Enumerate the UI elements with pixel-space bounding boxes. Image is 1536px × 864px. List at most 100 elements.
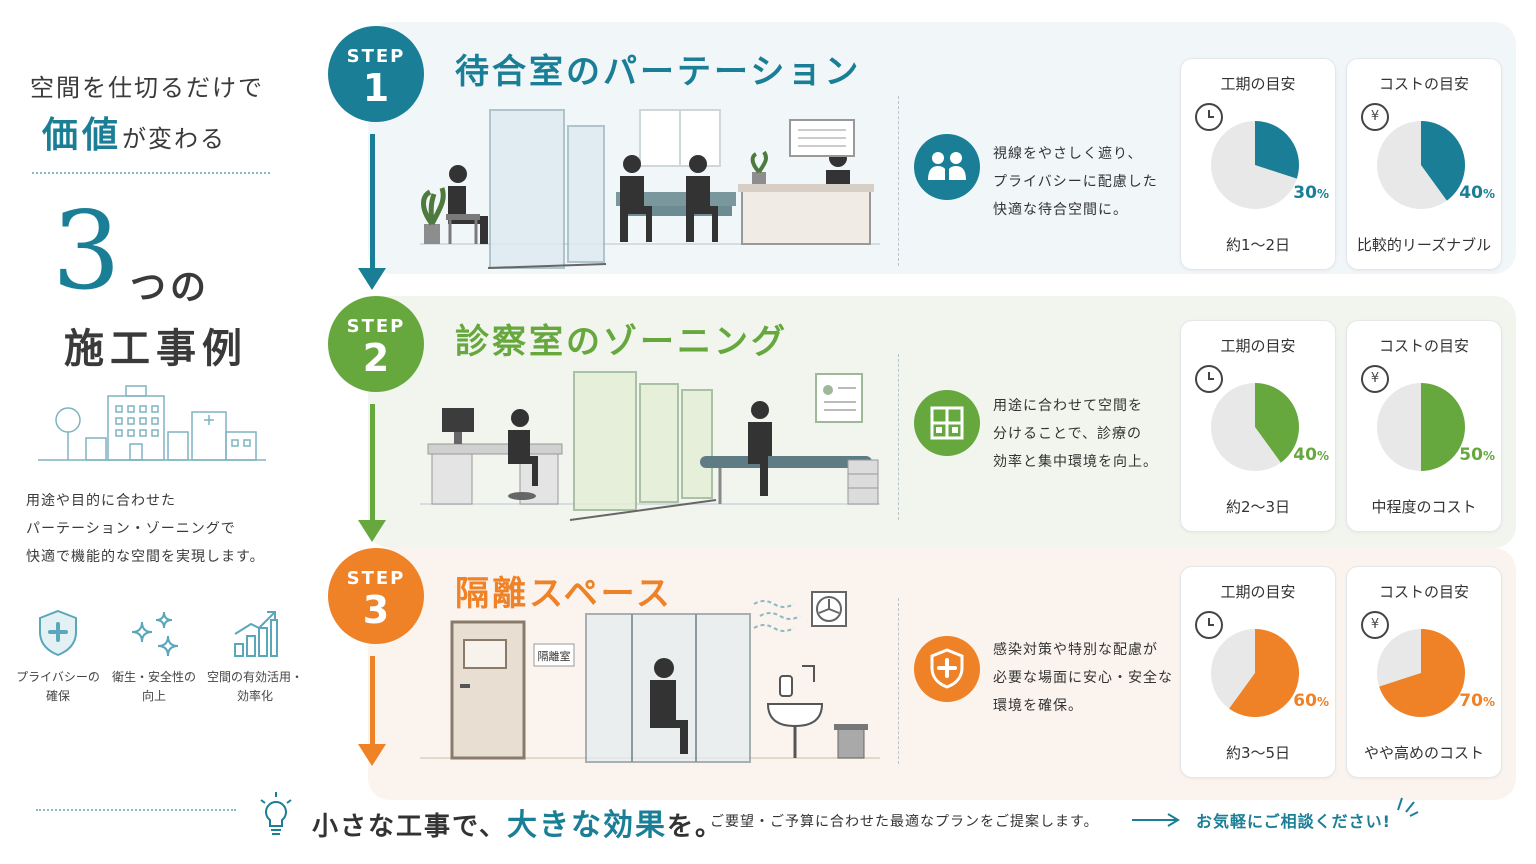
step3-badge: STEP 3 [328,548,424,644]
step1-period-card: 工期の目安 30% 約1〜2日 [1180,58,1336,270]
yen-icon: ¥ [1361,365,1389,393]
waiting-room-illustration [420,109,880,269]
pie-slice [1255,121,1299,179]
card-title: 工期の目安 [1220,75,1296,93]
card-footer: 約1〜2日 [1225,236,1291,254]
card-title: コストの目安 [1378,583,1469,601]
count-suffix: つの [130,267,211,308]
lead-rest: が変わる [122,125,227,153]
card-footer: 中程度のコスト [1371,498,1477,516]
lead-highlight: 価値 [42,115,123,156]
feature-privacy: プライバシーの 確保 [8,608,108,706]
pie-slice [1229,629,1299,717]
clock-icon [1195,611,1223,639]
shield-plus-icon [914,636,980,702]
step1-description: 視線をやさしく遮り、 プライバシーに配慮した 快適な待合空間に。 [993,140,1178,224]
pie-slice [1379,629,1465,717]
step2-period-card: 工期の目安 40% 約2〜3日 [1180,320,1336,532]
step3-cost-card: コストの目安 ¥ 70% やや高めのコスト [1346,566,1502,778]
card-footer: 約3〜5日 [1225,744,1291,762]
lead-text: 空間を仕切るだけで [30,74,264,102]
lead-text-2: 価値が変わる [42,106,226,158]
sparkle-lines-icon [1397,797,1419,817]
period-pie-chart [1211,383,1299,471]
yen-icon: ¥ [1361,103,1389,131]
step2-connector [370,404,375,526]
step-number: 2 [362,336,390,380]
cost-pie-chart [1377,383,1465,471]
card-title: 工期の目安 [1220,337,1296,355]
step3-description: 感染対策や特別な配慮が 必要な場面に安心・安全な 環境を確保。 [993,636,1178,720]
arrow-down-icon [358,268,386,290]
exam-room-illustration [420,371,880,521]
card-footer: 約2〜3日 [1225,498,1291,516]
step1-connector [370,134,375,274]
card-title: 工期の目安 [1220,583,1296,601]
arrow-down-icon [358,520,386,542]
divider [898,96,899,266]
divider [36,809,236,811]
isolation-room-illustration: 隔離室 [420,591,880,763]
bar-growth-icon [234,611,278,657]
page-subtitle: 施工事例 [64,326,248,372]
card-title: コストの目安 [1378,337,1469,355]
footer-subtext: ご要望・ご予算に合わせた最適なプランをご提案します。 [710,814,1099,830]
arrow-right-icon [1132,813,1180,827]
percent-label: 50% [1459,445,1495,465]
feature-label: プライバシーの 確保 [16,670,100,704]
pie-slice [1421,383,1465,471]
description-line: 視線をやさしく遮り、 [993,146,1143,162]
clock-icon [1195,365,1223,393]
step2-description: 用途に合わせて空間を 分けることで、診療の 効率と集中環境を向上。 [993,392,1178,476]
description-line: 快適な待合空間に。 [993,202,1128,218]
big-number: 3 [52,189,121,314]
step-number: 3 [362,588,390,632]
step1-title: 待合室のパーテーション [455,52,862,92]
floorplan-icon [914,390,980,456]
step1-badge: STEP 1 [328,26,424,122]
feature-label: 衛生・安全性の 向上 [111,670,196,704]
contact-cta-link[interactable]: お気軽にご相談ください! [1196,812,1391,831]
shield-plus-icon [39,609,77,657]
feature-hygiene: 衛生・安全性の 向上 [104,608,204,706]
step1-cost-card: コストの目安 ¥ 40% 比較的リーズナブル [1346,58,1502,270]
arrow-down-icon [358,744,386,766]
percent-label: 60% [1293,691,1329,711]
description-line: 用途に合わせて空間を [993,398,1143,414]
footer-tagline: 小さな工事で、大きな効果を。 [312,808,723,843]
description-line: 効率と集中環境を向上。 [993,454,1158,470]
description-line: 分けることで、診療の [993,426,1143,442]
period-pie-chart [1211,121,1299,209]
step-label: STEP [346,568,406,589]
yen-icon: ¥ [1361,611,1389,639]
pie-slice [1421,121,1465,201]
sparkle-icon [131,611,179,657]
percent-label: 30% [1293,183,1329,203]
description-line: 環境を確保。 [993,698,1083,714]
description-line: パーテーション・ゾーニングで [26,521,236,537]
card-title: コストの目安 [1378,75,1469,93]
step-number: 1 [362,66,390,110]
step2-title: 診察室のゾーニング [455,322,788,362]
card-footer: やや高めのコスト [1363,744,1484,762]
people-icon [914,134,980,200]
percent-label: 70% [1459,691,1495,711]
cost-pie-chart [1377,121,1465,209]
description-line: 用途や目的に合わせた [26,493,176,509]
step3-title: 隔離スペース [455,574,673,614]
city-hospital-icon [38,385,266,461]
divider [898,354,899,520]
clock-icon [1195,103,1223,131]
left-column: 空間を仕切るだけで 価値が変わる 3 つの 施工事例 用途や目的に合わせた パー… [0,0,303,780]
description-line: プライバシーに配慮した [993,174,1158,190]
description-line: 快適で機能的な空間を実現します。 [26,549,265,565]
step2-badge: STEP 2 [328,296,424,392]
isolation-sign: 隔離室 [538,649,571,663]
percent-label: 40% [1293,445,1329,465]
description-line: 感染対策や特別な配慮が [993,642,1158,658]
step2-cost-card: コストの目安 ¥ 50% 中程度のコスト [1346,320,1502,532]
period-pie-chart [1211,629,1299,717]
cost-pie-chart [1377,629,1465,717]
description-line: 必要な場面に安心・安全な [993,670,1173,686]
step-label: STEP [346,316,406,337]
